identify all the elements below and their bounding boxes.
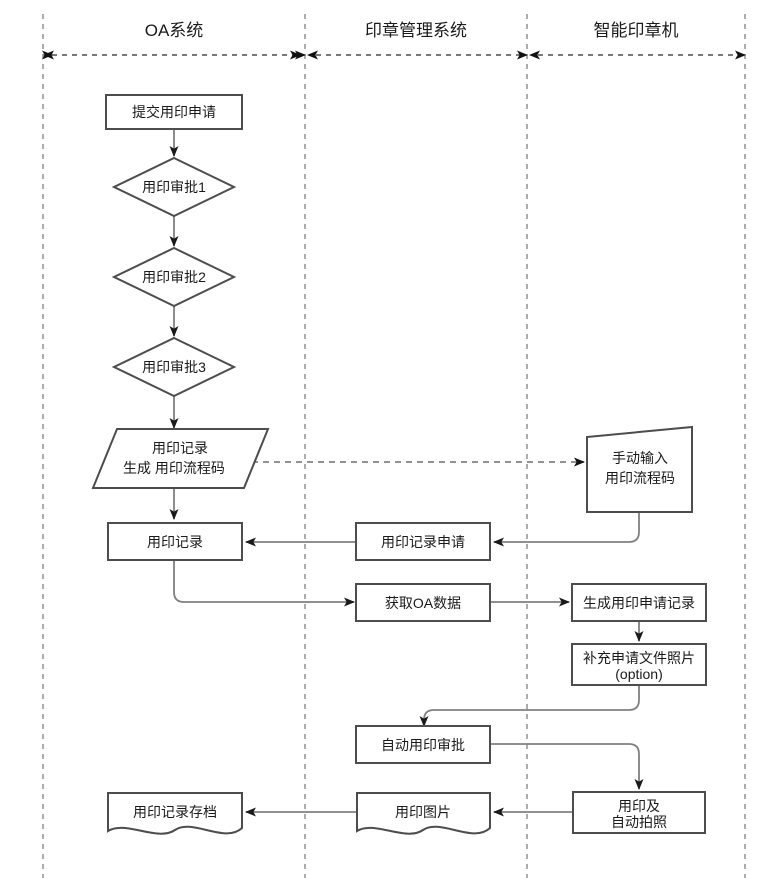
node-seal-approval-2-label: 用印审批2 — [142, 269, 206, 285]
node-seal-record-request-shape — [355, 522, 491, 561]
lane-header-seal-mgmt: 印章管理系统 — [307, 21, 528, 60]
node-generate-seal-request-record-label: 生成用印申请记录 — [583, 595, 695, 611]
node-fetch-oa-data-shape — [355, 583, 491, 622]
edge-auto-approve-to-seal-photo — [490, 743, 644, 790]
lane-axis-seal-arrow-right — [517, 50, 528, 60]
lane-title-oa: OA系统 — [145, 21, 204, 40]
lane-header-smart-seal: 智能印章机 — [529, 21, 746, 60]
node-seal-image[interactable]: 用印图片 — [356, 792, 491, 835]
node-manual-input-code-label-2: 用印流程码 — [605, 470, 675, 486]
lane-header-oa: OA系统 — [42, 21, 306, 60]
node-seal-record-label: 用印记录 — [147, 534, 203, 550]
node-seal-approval-2[interactable]: 用印审批2 — [111, 246, 237, 308]
node-seal-image-label: 用印图片 — [395, 804, 451, 820]
lane-title-smart-seal: 智能印章机 — [594, 21, 679, 40]
lane-axis-oa-arrow-left — [43, 50, 54, 60]
node-supplement-document-photo-label-2: (option) — [615, 666, 662, 682]
node-fetch-oa-data-label: 获取OA数据 — [385, 595, 461, 611]
lane-title-seal-mgmt: 印章管理系统 — [365, 21, 467, 40]
node-seal-record-request[interactable]: 用印记录申请 — [355, 522, 491, 561]
node-seal-record-generate[interactable]: 用印记录 生成 用印流程码 — [91, 428, 270, 489]
node-seal-approval-1[interactable]: 用印审批1 — [111, 156, 237, 218]
node-seal-record-request-label: 用印记录申请 — [381, 534, 465, 550]
node-seal-approval-3-label: 用印审批3 — [142, 359, 206, 375]
node-seal-record-generate-label-1: 用印记录 — [152, 440, 208, 456]
node-seal-and-auto-photo-label-1: 用印及 — [618, 798, 660, 814]
node-seal-and-auto-photo-label-2: 自动拍照 — [611, 814, 667, 830]
node-submit-seal-request-label: 提交用印申请 — [132, 104, 216, 120]
node-seal-record[interactable]: 用印记录 — [107, 522, 243, 561]
edge-record-to-fetch-oa — [173, 560, 355, 607]
lane-axis-seal-arrow-left — [307, 50, 318, 60]
node-submit-seal-request-shape — [105, 94, 243, 130]
node-supplement-document-photo[interactable]: 补充申请文件照片 (option) — [571, 643, 707, 686]
connectors — [169, 128, 644, 817]
node-generate-seal-request-record[interactable]: 生成用印申请记录 — [571, 583, 707, 622]
node-manual-input-code-label-1: 手动输入 — [612, 450, 668, 466]
node-supplement-document-photo-label-1: 补充申请文件照片 — [583, 650, 695, 666]
node-seal-record-archive-shape — [107, 792, 243, 835]
lane-axis-oa-arrow-right — [295, 50, 306, 60]
node-supplement-document-photo-shape — [571, 643, 707, 686]
node-seal-record-archive[interactable]: 用印记录存档 — [107, 792, 243, 835]
node-manual-input-code[interactable]: 手动输入 用印流程码 — [586, 425, 693, 513]
lane-dividers — [42, 14, 746, 878]
lane-axis-machine-arrow-right — [735, 50, 746, 60]
node-seal-and-auto-photo[interactable]: 用印及 自动拍照 — [572, 791, 706, 834]
node-seal-record-archive-label: 用印记录存档 — [133, 804, 217, 820]
node-manual-input-code-shape — [586, 425, 693, 513]
node-fetch-oa-data[interactable]: 获取OA数据 — [355, 583, 491, 622]
node-seal-approval-3-shape — [111, 336, 237, 398]
node-generate-seal-request-record-shape — [571, 583, 707, 622]
node-seal-and-auto-photo-shape — [572, 791, 706, 834]
node-submit-seal-request[interactable]: 提交用印申请 — [105, 94, 243, 130]
lane-axis-machine-arrow-left — [529, 50, 540, 60]
node-auto-seal-approval-shape — [355, 725, 491, 764]
node-seal-approval-1-label: 用印审批1 — [142, 179, 206, 195]
node-auto-seal-approval-label: 自动用印审批 — [381, 737, 465, 753]
node-auto-seal-approval[interactable]: 自动用印审批 — [355, 725, 491, 764]
node-seal-record-shape — [107, 522, 243, 561]
node-seal-approval-2-shape — [111, 246, 237, 308]
node-seal-record-generate-shape — [91, 428, 270, 489]
node-seal-image-shape — [356, 792, 491, 835]
edge-supplement-to-auto-approve — [419, 685, 640, 727]
edge-manual-input-to-record-request — [493, 512, 640, 547]
node-seal-approval-3[interactable]: 用印审批3 — [111, 336, 237, 398]
node-seal-approval-1-shape — [111, 156, 237, 218]
node-seal-record-generate-label-2: 生成 用印流程码 — [123, 460, 225, 476]
